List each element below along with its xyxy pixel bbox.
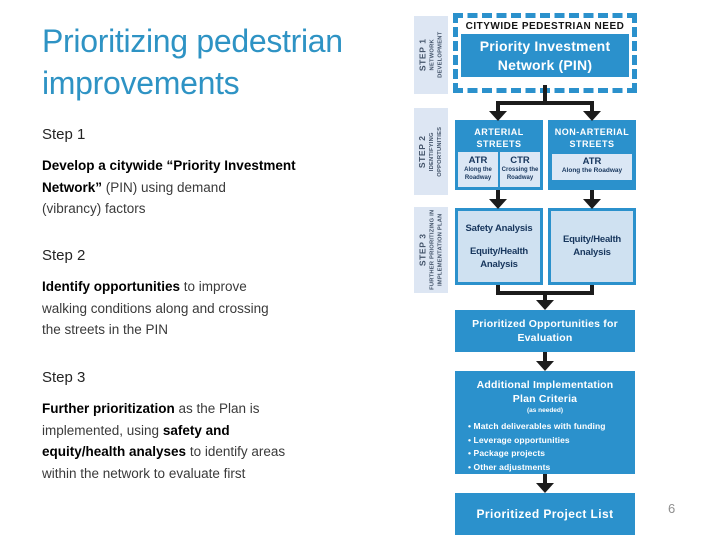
side-label-line: NETWORK: [429, 39, 436, 71]
step-3-heading: Step 3: [42, 369, 86, 386]
step-2-side-label: STEP 2 IDENTIFYING OPPORTUNITIES: [414, 108, 448, 195]
atr-sub-box: ATR Along the Roadway: [458, 152, 498, 187]
prioritized-opportunities-box: Prioritized Opportunities for Evaluation: [455, 310, 635, 352]
prioritized-project-list-box: Prioritized Project List: [455, 493, 635, 535]
text-segment: to improve: [180, 279, 247, 294]
text-line: walking conditions along and crossing: [42, 298, 372, 320]
equity-health-analysis-box: Equity/Health Analysis: [548, 208, 636, 285]
text-segment: within the network to evaluate first: [42, 465, 246, 481]
text-segment: Develop a citywide “Priority Investment: [42, 158, 296, 173]
step-2-heading: Step 2: [42, 247, 86, 264]
side-label-line: IDENTIFYING: [429, 132, 436, 171]
pin-box: Priority Investment Network (PIN): [461, 34, 629, 77]
side-label-step: STEP 2: [417, 135, 428, 168]
criteria-bullet-list: Match deliverables with funding Leverage…: [468, 420, 635, 474]
pin-box-line: Priority Investment: [479, 38, 611, 55]
text-segment: walking conditions along and crossing: [42, 300, 269, 316]
implementation-criteria-box: Additional Implementation Plan Criteria …: [455, 371, 635, 474]
criteria-bullet: Package projects: [468, 447, 635, 460]
citywide-need-box: CITYWIDE PEDESTRIAN NEED Priority Invest…: [453, 13, 637, 93]
side-label-step: STEP 3: [417, 233, 428, 267]
criteria-bullet: Leverage opportunities: [468, 434, 635, 447]
step-2-section: Step 2 Identify opportunities to improve…: [42, 247, 372, 341]
step-1-section: Step 1 Develop a citywide “Priority Inve…: [42, 126, 372, 220]
text-line: Identify opportunities to improve: [42, 276, 372, 298]
criteria-title: Additional Implementation Plan Criteria: [476, 379, 614, 405]
text-segment: to identify areas: [186, 444, 286, 459]
safety-equity-analysis-box: Safety Analysis Equity/Health Analysis: [455, 208, 543, 285]
text-line: equity/health analyses to identify areas: [42, 441, 372, 463]
text-line: Further prioritization as the Plan is: [42, 398, 372, 420]
text-segment: Identify opportunities: [42, 279, 180, 294]
non-arterial-title: NON-ARTERIAL STREETS: [554, 127, 630, 150]
step-1-side-label: STEP 1 NETWORK DEVELOPMENT: [414, 16, 448, 94]
side-label-line: DEVELOPMENT: [436, 31, 443, 79]
side-label-step: STEP 1: [417, 38, 428, 72]
side-label-line: IMPLEMENTATION PLAN: [436, 213, 443, 287]
text-segment: (vibrancy) factors: [42, 201, 146, 216]
ctr-sub-box: CTR Crossing the Roadway: [500, 152, 540, 187]
text-segment: as the Plan is: [174, 401, 260, 416]
text-line: the streets in the PIN: [42, 319, 372, 341]
non-arterial-streets-box: NON-ARTERIAL STREETS ATR Along the Roadw…: [548, 120, 636, 190]
criteria-bullet: Match deliverables with funding: [468, 420, 635, 433]
citywide-need-header: CITYWIDE PEDESTRIAN NEED: [465, 21, 625, 32]
step-1-paragraph: Develop a citywide “Priority Investment …: [42, 155, 372, 220]
text-segment: implemented, using: [42, 422, 163, 438]
step-3-side-label: STEP 3 FURTHER PRIORITIZING IN IMPLEMENT…: [414, 207, 448, 293]
arterial-streets-box: ARTERIAL STREETS ATR Along the Roadway C…: [455, 120, 543, 190]
step-1-heading: Step 1: [42, 126, 86, 143]
step-3-paragraph: Further prioritization as the Plan is im…: [42, 398, 372, 484]
slide-title: Prioritizing pedestrian improvements: [42, 23, 343, 102]
arterial-title: ARTERIAL STREETS: [474, 127, 524, 150]
pin-box-line: Network (PIN): [497, 56, 593, 73]
text-line: within the network to evaluate first: [42, 463, 372, 485]
text-segment: equity/health analyses: [42, 444, 187, 459]
text-segment: Network”: [42, 179, 103, 195]
text-segment: Further prioritization: [42, 401, 175, 416]
side-label-line: FURTHER PRIORITIZING IN: [429, 209, 436, 291]
text-segment: (PIN) using demand: [102, 179, 226, 195]
text-line: implemented, using safety and: [42, 420, 372, 442]
criteria-bullet: Other adjustments: [468, 461, 635, 474]
criteria-subtitle: (as needed): [526, 407, 564, 415]
step-2-paragraph: Identify opportunities to improve walkin…: [42, 276, 372, 341]
step-3-section: Step 3 Further prioritization as the Pla…: [42, 369, 372, 484]
text-segment: the streets in the PIN: [42, 322, 169, 337]
side-label-line: OPPORTUNITIES: [436, 126, 443, 177]
text-line: Develop a citywide “Priority Investment: [42, 155, 372, 177]
text-segment: safety and: [162, 422, 230, 438]
text-line: Network” (PIN) using demand: [42, 177, 372, 199]
atr-sub-box: ATR Along the Roadway: [552, 154, 632, 180]
text-line: (vibrancy) factors: [42, 198, 372, 220]
page-number: 6: [668, 501, 676, 516]
